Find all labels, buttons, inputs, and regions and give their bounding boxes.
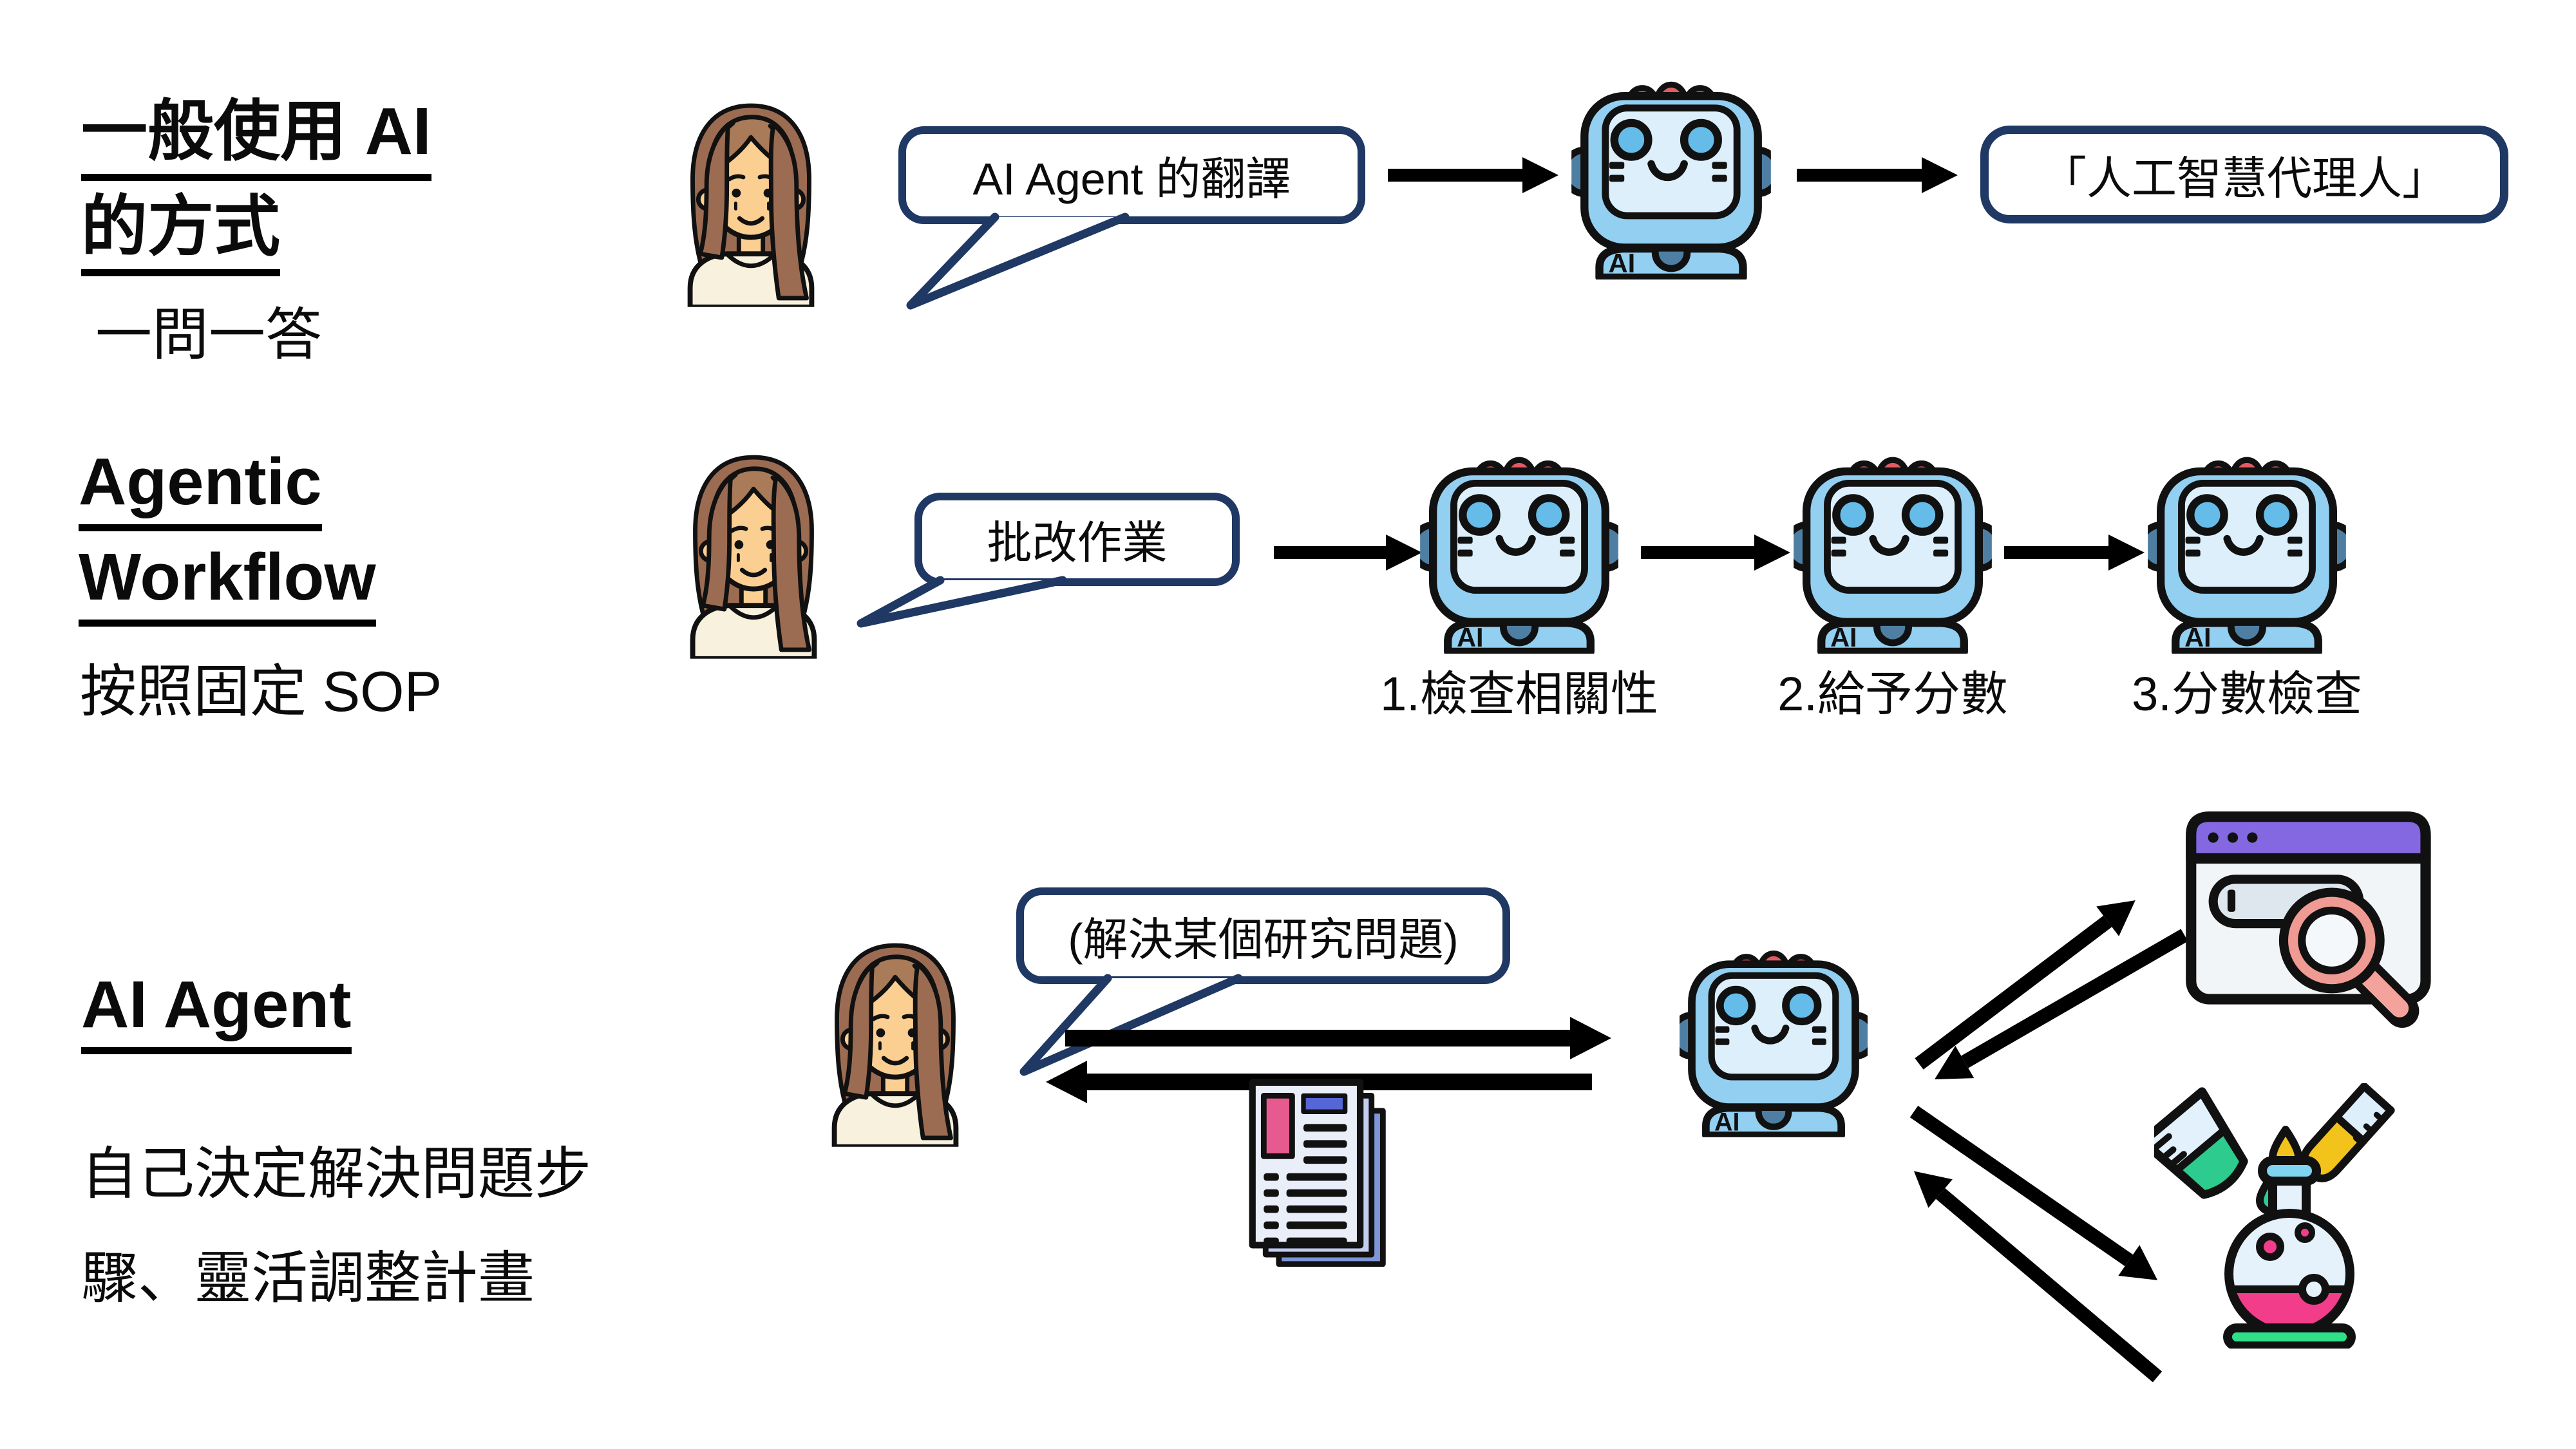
woman-avatar	[675, 98, 827, 307]
speech-bubble-translate: AI Agent 的翻譯	[898, 126, 1365, 224]
woman-avatar	[677, 450, 829, 659]
title-line: 一般使用 AI	[81, 96, 431, 182]
robot-ai-icon-step3	[2148, 448, 2346, 654]
chemistry-lab-icon	[2154, 1083, 2425, 1349]
title-line: Agentic	[79, 446, 322, 532]
robot-ai-agent-icon	[1680, 942, 1868, 1137]
title-line: 的方式	[81, 192, 280, 277]
speech-bubble-research: (解決某個研究問題)	[1016, 887, 1510, 984]
title-line: Workflow	[79, 542, 376, 627]
section-title-usual-ai: 一般使用 AI 的方式	[81, 96, 431, 287]
step-label-2: 2.給予分數	[1777, 667, 2008, 721]
arrow-user-to-step1	[1274, 535, 1422, 571]
subtitle-agentic-workflow: 按照固定 SOP	[80, 659, 442, 723]
arrow-step1-to-step2	[1641, 535, 1790, 571]
robot-ai-icon	[1571, 72, 1771, 279]
speech-bubble-text: AI Agent 的翻譯	[972, 153, 1291, 204]
step-label-3: 3.分數檢查	[2132, 667, 2362, 721]
woman-avatar	[819, 938, 971, 1147]
section-title-agentic-workflow: Agentic Workflow	[79, 446, 376, 638]
arrow-user-to-robot	[1388, 157, 1558, 193]
arrow-user-to-agent	[1065, 1017, 1611, 1059]
robot-ai-icon-step2	[1794, 448, 1992, 654]
subtitle-ai-agent: 自己決定解決問題步 驟、靈活調整計畫	[81, 1122, 591, 1331]
answer-box: 「人工智慧代理人」	[1980, 126, 2508, 223]
robot-ai-icon-step1	[1420, 448, 1618, 654]
subtitle-usual-ai: 一問一答	[95, 303, 323, 366]
browser-search-icon	[2184, 806, 2445, 1028]
speech-bubble-text: 批改作業	[987, 518, 1168, 568]
step-label-1: 1.檢查相關性	[1380, 667, 1658, 721]
arrow-step2-to-step3	[2004, 535, 2145, 571]
section-title-ai-agent: AI Agent	[81, 969, 352, 1065]
subtitle-line: 自己決定解決問題步	[81, 1142, 592, 1206]
answer-text: 「人工智慧代理人」	[2041, 153, 2447, 204]
speech-bubble-text: (解決某個研究問題)	[1068, 914, 1459, 965]
speech-bubble-grading: 批改作業	[914, 493, 1240, 586]
title-line: AI Agent	[81, 969, 352, 1055]
speech-bubble-tail	[906, 213, 1130, 310]
speech-bubble-tail	[1019, 974, 1243, 1076]
speech-bubble-tail	[857, 576, 1067, 628]
subtitle-line: 驟、靈活調整計畫	[81, 1246, 535, 1310]
document-stack-icon	[1243, 1077, 1394, 1271]
arrow-robot-to-answer	[1797, 157, 1958, 193]
